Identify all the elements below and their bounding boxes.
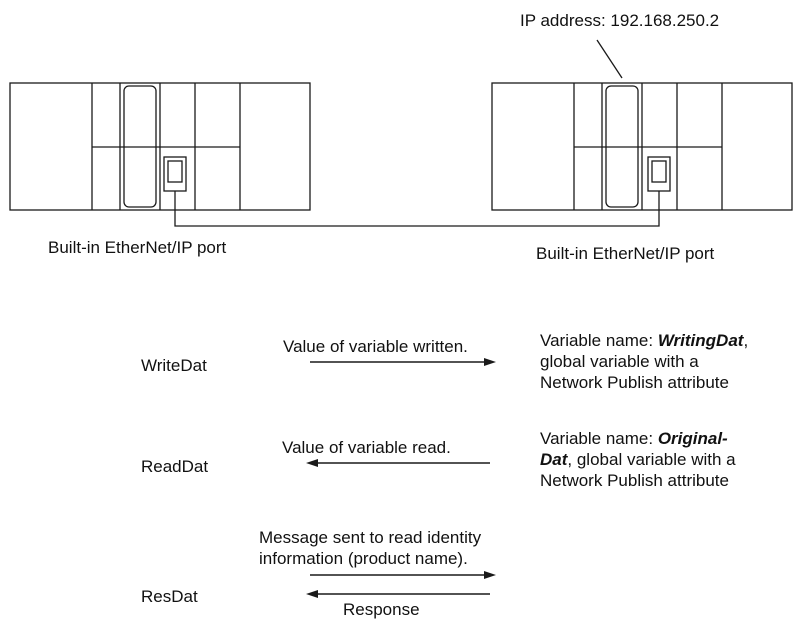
right-ethernet-port <box>647 156 671 192</box>
left-controller <box>9 82 311 211</box>
write-description: Variable name: WritingDat, global variab… <box>540 330 748 393</box>
read-description-line3: Network Publish attribute <box>540 471 729 490</box>
write-desc-var: WritingDat <box>657 331 744 350</box>
write-description-line3: Network Publish attribute <box>540 373 729 392</box>
read-desc-var-part2: Dat <box>540 450 568 469</box>
response-variable-name: ResDat <box>141 587 198 606</box>
read-description: Variable name: Original- Dat, global var… <box>540 428 736 491</box>
read-description-line2: Dat, global variable with a <box>540 449 736 470</box>
left-ethernet-port <box>163 156 187 192</box>
read-desc-var-part1: Original- <box>657 429 728 448</box>
message-label-line2: information (product name). <box>259 549 468 568</box>
write-arrow-label: Value of variable written. <box>283 337 468 356</box>
read-desc-rest: , global variable with a <box>567 450 736 469</box>
write-desc-rest: , <box>743 331 749 350</box>
right-controller <box>491 82 793 211</box>
left-port-label: Built-in EtherNet/IP port <box>48 238 227 257</box>
read-variable-name: ReadDat <box>141 457 209 476</box>
write-description-line1: Variable name: WritingDat, <box>540 330 748 351</box>
right-port-label: Built-in EtherNet/IP port <box>536 244 715 263</box>
ip-leader-line <box>596 39 623 79</box>
message-label-line1: Message sent to read identity <box>259 528 482 547</box>
write-description-line2: global variable with a <box>540 352 699 371</box>
read-arrow-label: Value of variable read. <box>282 438 451 457</box>
arrows <box>306 358 496 598</box>
write-desc-prefix: Variable name: <box>540 331 658 350</box>
response-label: Response <box>343 600 420 619</box>
read-desc-prefix: Variable name: <box>540 429 658 448</box>
write-variable-name: WriteDat <box>141 356 207 375</box>
read-description-line1: Variable name: Original- <box>540 428 736 449</box>
ip-address-label: IP address: 192.168.250.2 <box>520 11 720 30</box>
ethernet-cable <box>174 191 660 227</box>
